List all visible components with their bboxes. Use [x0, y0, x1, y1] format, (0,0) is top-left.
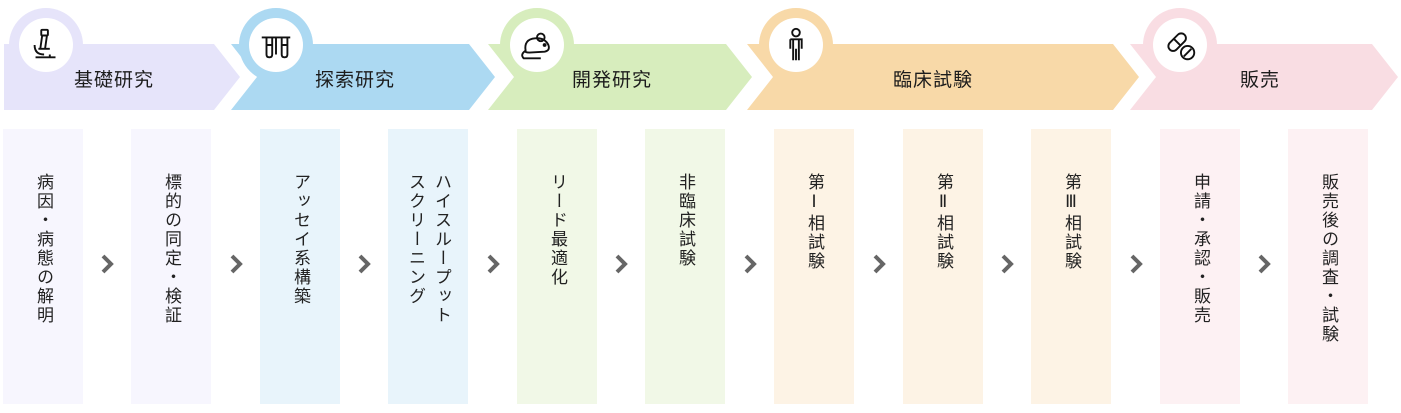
mouse-icon [521, 32, 550, 60]
phase-label: 開発研究 [572, 69, 653, 91]
chevron-right-icon [873, 254, 886, 274]
step-label: 第Ⅱ相試験 [933, 173, 953, 271]
step-label: リード最適化 [547, 173, 567, 287]
microscope-icon [33, 28, 56, 59]
phase-label: 探索研究 [315, 69, 396, 91]
step-card-phase-2: 第Ⅱ相試験 [903, 129, 983, 404]
step-card-lead-optimization: リード最適化 [517, 129, 597, 404]
chevron-right-icon [615, 254, 628, 274]
chevron-right-icon [101, 254, 114, 274]
icon-badge [239, 8, 313, 82]
phase-label: 販売 [1240, 69, 1281, 91]
step-card-nonclinical: 非臨床試験 [645, 129, 725, 404]
person-icon [789, 27, 803, 61]
step-label: 第Ⅲ相試験 [1061, 173, 1081, 271]
step-card-post-marketing: 販売後の調査・試験 [1288, 129, 1368, 404]
pills-icon [1167, 32, 1196, 61]
step-card-hts: ハイスループット スクリーニング [388, 129, 468, 404]
step-label: 販売後の調査・試験 [1318, 173, 1338, 344]
step-label: 第Ⅰ相試験 [804, 173, 824, 271]
chevron-right-icon [1001, 254, 1014, 274]
step-label: 申請・承認・販売 [1190, 173, 1210, 325]
icon-badge [9, 8, 83, 82]
phase-label: 基礎研究 [74, 69, 155, 91]
step-card-phase-3: 第Ⅲ相試験 [1031, 129, 1111, 404]
phase-label: 臨床試験 [893, 69, 974, 91]
step-card-approval: 申請・承認・販売 [1160, 129, 1240, 404]
chevron-right-icon [1130, 254, 1143, 274]
test-tubes-icon [261, 36, 291, 59]
chevron-right-icon [1258, 254, 1271, 274]
chevron-right-icon [487, 254, 500, 274]
step-card-phase-1: 第Ⅰ相試験 [774, 129, 854, 404]
step-label: ハイスループット スクリーニング [405, 173, 451, 325]
step-label: 非臨床試験 [675, 173, 695, 268]
step-card-target-validation: 標的の同定・検証 [131, 129, 211, 404]
icon-badge [1143, 8, 1217, 82]
icon-badge [759, 8, 833, 82]
chevron-right-icon [230, 254, 243, 274]
icon-badge [500, 8, 574, 82]
step-card-etiology: 病因・病態の解明 [3, 129, 83, 404]
chevron-right-icon [744, 254, 757, 274]
step-label: 病因・病態の解明 [33, 173, 53, 325]
chevron-right-icon [358, 254, 371, 274]
step-label: 標的の同定・検証 [161, 173, 181, 325]
step-card-assay: アッセイ系構築 [260, 129, 340, 404]
step-label: アッセイ系構築 [290, 173, 310, 306]
